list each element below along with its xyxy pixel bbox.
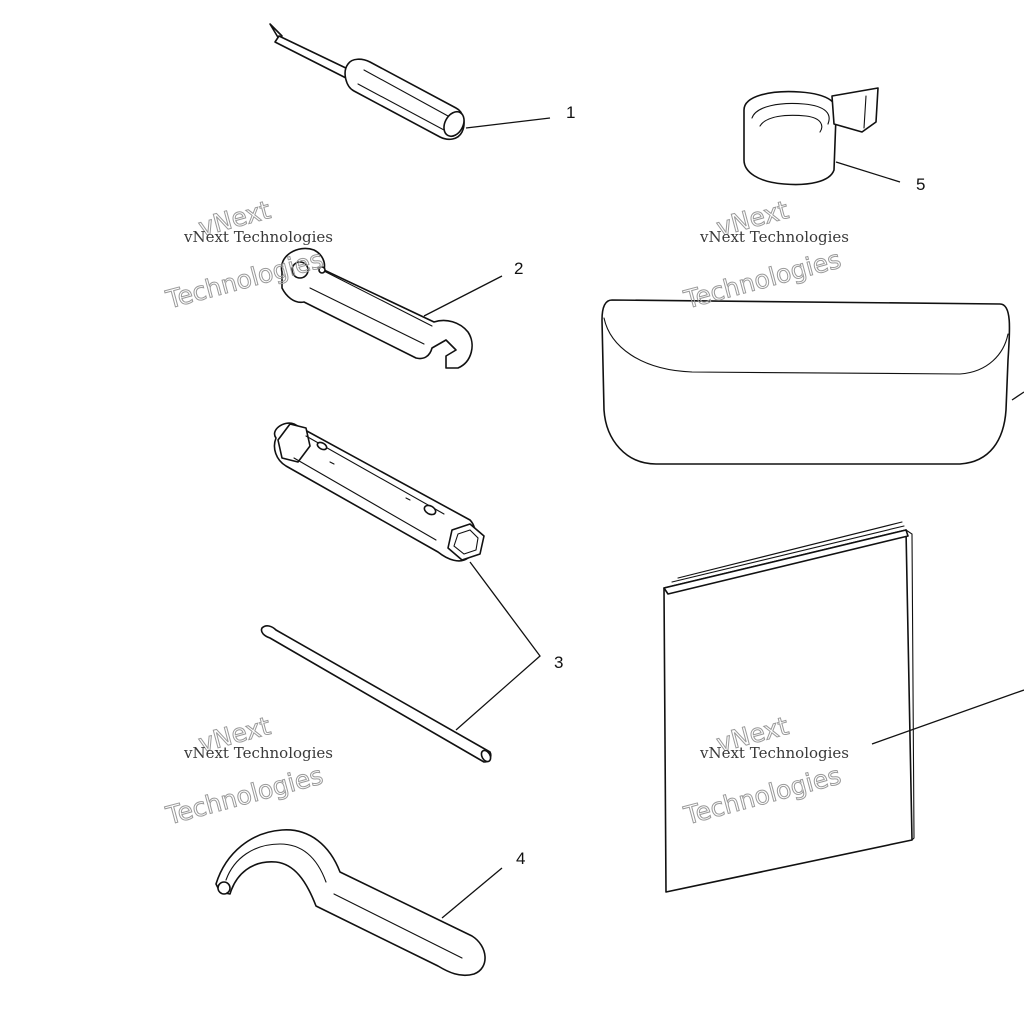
callout-4: 4 <box>516 849 525 868</box>
callout-1: 1 <box>566 103 575 122</box>
spark-plug-socket-wrench-illustration <box>273 422 485 562</box>
watermark-bottom-left: vNext Technologies vNext Technologies <box>162 711 333 831</box>
leader-line-4 <box>441 867 503 919</box>
tool-pouch-illustration <box>601 299 1011 465</box>
leader-line-6 <box>1011 391 1024 401</box>
open-end-wrench-illustration <box>280 247 473 369</box>
watermark-line: vNext Technologies <box>699 228 849 246</box>
screwdriver-illustration <box>269 23 465 141</box>
watermark-top-right: vNext Technologies vNext Technologies <box>680 195 849 315</box>
owner-manual-illustration <box>663 521 915 893</box>
watermark-line: vNext Technologies <box>183 228 333 246</box>
handle-bar-illustration <box>260 625 492 763</box>
leader-line-7 <box>871 689 1024 745</box>
spanner-wrench-illustration <box>215 829 486 977</box>
callout-3: 3 <box>554 653 563 672</box>
leader-line-3 <box>455 561 541 731</box>
strap-illustration <box>743 87 879 186</box>
watermark-big-bottom: Technologies <box>162 761 326 831</box>
leader-line-5 <box>835 161 901 183</box>
watermark-line: vNext Technologies <box>183 744 333 762</box>
leader-line-1 <box>465 117 551 129</box>
leader-line-2 <box>423 275 503 317</box>
callout-5: 5 <box>916 175 925 194</box>
watermark-line: vNext Technologies <box>699 744 849 762</box>
callout-2: 2 <box>514 259 523 278</box>
